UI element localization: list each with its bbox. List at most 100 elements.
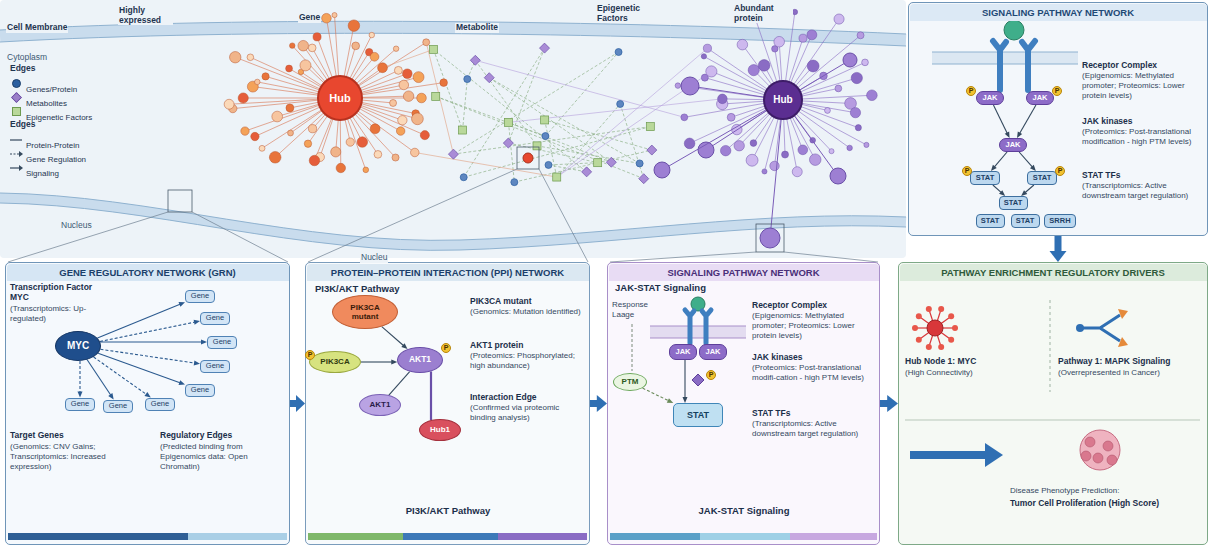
label-slot: P: [962, 166, 972, 176]
connector-line: [590, 400, 598, 407]
protein-node: [774, 36, 785, 47]
connector-line: [993, 105, 1007, 133]
node-label: STAT: [1004, 199, 1022, 208]
metabolite: [540, 43, 550, 53]
network-panel: SIGNALING PATHWAY NETWORKJAKJAKJAKSTATST…: [908, 2, 1208, 236]
line-sample: [10, 139, 22, 140]
zoom-line: [308, 169, 517, 262]
label-slot: (Confirmed via proteomic binding analysi…: [470, 403, 585, 423]
connector: [643, 388, 674, 403]
network-link: [557, 48, 708, 177]
label-slot: (Proteomics: Post-translational modifica…: [1082, 127, 1204, 147]
annotation-heading: Tumor Cell Proliferation (High Score): [1010, 498, 1202, 508]
pathway-node: [1076, 324, 1084, 332]
gene-node: [288, 130, 294, 136]
phosphate-mark: P: [706, 370, 716, 380]
gene-node: [247, 54, 254, 61]
connector: [382, 327, 408, 349]
protein-node: [867, 90, 878, 101]
hub-leaf: [916, 337, 922, 343]
network-link: [545, 52, 618, 136]
label-slot: (Transcriptomics: Active downstream targ…: [1082, 181, 1204, 201]
membrane-line: [932, 64, 1078, 65]
epigenetic-factor: [541, 116, 549, 124]
node-label: STAT: [1033, 174, 1051, 183]
label-slot: JAK-STAT Signaling: [615, 282, 706, 293]
metabolite: [484, 73, 494, 83]
annotation-heading: Target Genes: [10, 430, 140, 440]
legend-swatch: [11, 92, 22, 103]
transcription-factor-node: STAT: [1011, 214, 1040, 228]
label-slot: JAK-STAT Signaling: [610, 505, 878, 516]
annotation-heading: STAT TFs: [752, 408, 876, 418]
label-slot: (Genomics: Mutation identified): [470, 307, 585, 317]
node-label: Gene: [71, 400, 89, 409]
gene-node: [393, 46, 398, 51]
connector-line: [94, 357, 147, 394]
region-label: Abundant protein: [733, 4, 793, 23]
connector-line: [389, 372, 410, 395]
legend-swatch: [12, 79, 21, 88]
legend-swatch: [12, 107, 21, 116]
arrow-head: [887, 395, 898, 412]
network-link: [433, 49, 586, 171]
transcription-factor-node: STAT: [1027, 171, 1057, 185]
protein-node: [809, 154, 821, 166]
connector: [880, 395, 898, 412]
kinase-node: JAK: [999, 138, 1027, 152]
node-label: SRRH: [1049, 217, 1070, 226]
gene-box: Gene: [145, 398, 175, 411]
label-slot: Gene: [298, 6, 321, 24]
node-label: Gene: [191, 292, 209, 301]
abundant-protein: [830, 168, 846, 184]
gene-node: [440, 79, 448, 87]
protein-node: [675, 83, 681, 89]
protein-node: AKT1: [359, 394, 401, 416]
protein-node: [807, 60, 819, 72]
arrow-head: [19, 151, 23, 157]
gene-node: [417, 93, 427, 103]
transcription-factor-node: STAT: [976, 214, 1005, 228]
gene-node: [369, 32, 374, 37]
label-slot: Disease Phenotype Prediction:: [1010, 486, 1202, 496]
node-label: JAK: [1005, 141, 1020, 150]
hub-node: Hub: [317, 75, 363, 121]
protein-node: [750, 140, 757, 147]
zoom-line: [192, 212, 288, 262]
network-link: [508, 122, 514, 182]
label-slot: P: [966, 86, 976, 96]
protein-node: PIK3CA: [309, 351, 361, 373]
pathway-icon: [1080, 315, 1120, 341]
label-slot: (Transcriptomics: Active downstream targ…: [752, 419, 876, 439]
gene-node: [251, 132, 259, 140]
colour-bar: [8, 533, 188, 540]
annotation-text: Disease Phenotype Prediction:: [1010, 486, 1202, 496]
gene-node: [336, 163, 345, 172]
kinase-node: JAK: [699, 344, 727, 360]
annotation-text: (Genomics: CNV Gains; Transcriptomics: I…: [10, 442, 140, 472]
gene-node: [255, 79, 261, 85]
label-slot: Metabolite: [455, 16, 499, 34]
panel-heading: PROTEIN–PROTEIN INTERACTION (PPI) NETWOR…: [307, 264, 589, 281]
panel-heading: PATHWAY ENRICHMENT REGULATORY DRIVERS: [900, 264, 1207, 281]
hub-spoke: [662, 100, 783, 170]
gene-node: [423, 39, 430, 46]
network-link: [508, 48, 544, 143]
line-sample: [10, 167, 19, 168]
connector: [100, 349, 200, 365]
gene-node: [313, 33, 321, 41]
node-label: Gene: [206, 362, 224, 371]
transcription-factor-node: MYC: [55, 331, 101, 361]
epigenetic-factor: [429, 45, 437, 53]
gene-node: [396, 127, 404, 135]
hub-leaf: [916, 313, 922, 319]
gene-node: [300, 60, 311, 71]
gene-node: [286, 65, 293, 72]
gene-node: [272, 111, 283, 122]
node-label: Hub: [329, 92, 350, 105]
colour-bar: [403, 533, 498, 540]
protein-node: [834, 14, 844, 24]
annotation-heading: PIK3CA mutant: [470, 296, 585, 306]
transcription-factor-node: SRRH: [1044, 214, 1076, 228]
node-label: PIK3CA mutant: [344, 303, 386, 321]
